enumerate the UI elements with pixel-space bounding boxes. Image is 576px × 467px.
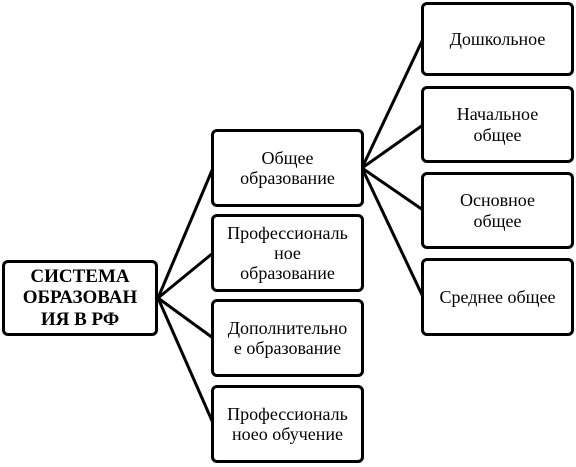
connector-general-preschool [360, 38, 425, 169]
node-preschool-label: Дошкольное [449, 28, 546, 49]
connector-root-professional [157, 251, 214, 300]
node-secondary-general: Среднее общее [421, 258, 574, 336]
node-primary-general-label: Начальное общее [456, 104, 539, 145]
node-professional-education: Профессиональ ное образование [211, 214, 364, 292]
connector-general-basic [361, 166, 424, 212]
node-general-education-label: Общее образование [240, 147, 335, 188]
root-node-label: СИСТЕМА ОБРАЗОВАН ИЯ В РФ [22, 266, 138, 330]
node-preschool: Дошкольное [421, 2, 574, 76]
connector-general-primary [361, 123, 424, 170]
node-professional-training-label: Профессиональ ноео обучение [227, 403, 348, 444]
node-basic-general: Основное общее [421, 172, 574, 249]
node-professional-education-label: Профессиональ ное образование [227, 222, 348, 284]
node-additional-education: Дополнительно е образование [211, 299, 364, 377]
connector-root-training [156, 297, 215, 424]
connector-root-general [156, 167, 215, 299]
connector-root-additional [157, 296, 214, 340]
node-professional-training: Профессиональ ноео обучение [211, 385, 364, 463]
node-basic-general-label: Основное общее [460, 190, 535, 231]
node-secondary-general-label: Среднее общее [439, 286, 556, 307]
node-primary-general: Начальное общее [421, 86, 574, 163]
connector-general-secondary [360, 167, 425, 298]
root-node-education-system: СИСТЕМА ОБРАЗОВАН ИЯ В РФ [2, 260, 158, 336]
node-general-education: Общее образование [211, 129, 364, 207]
node-additional-education-label: Дополнительно е образование [227, 317, 348, 358]
